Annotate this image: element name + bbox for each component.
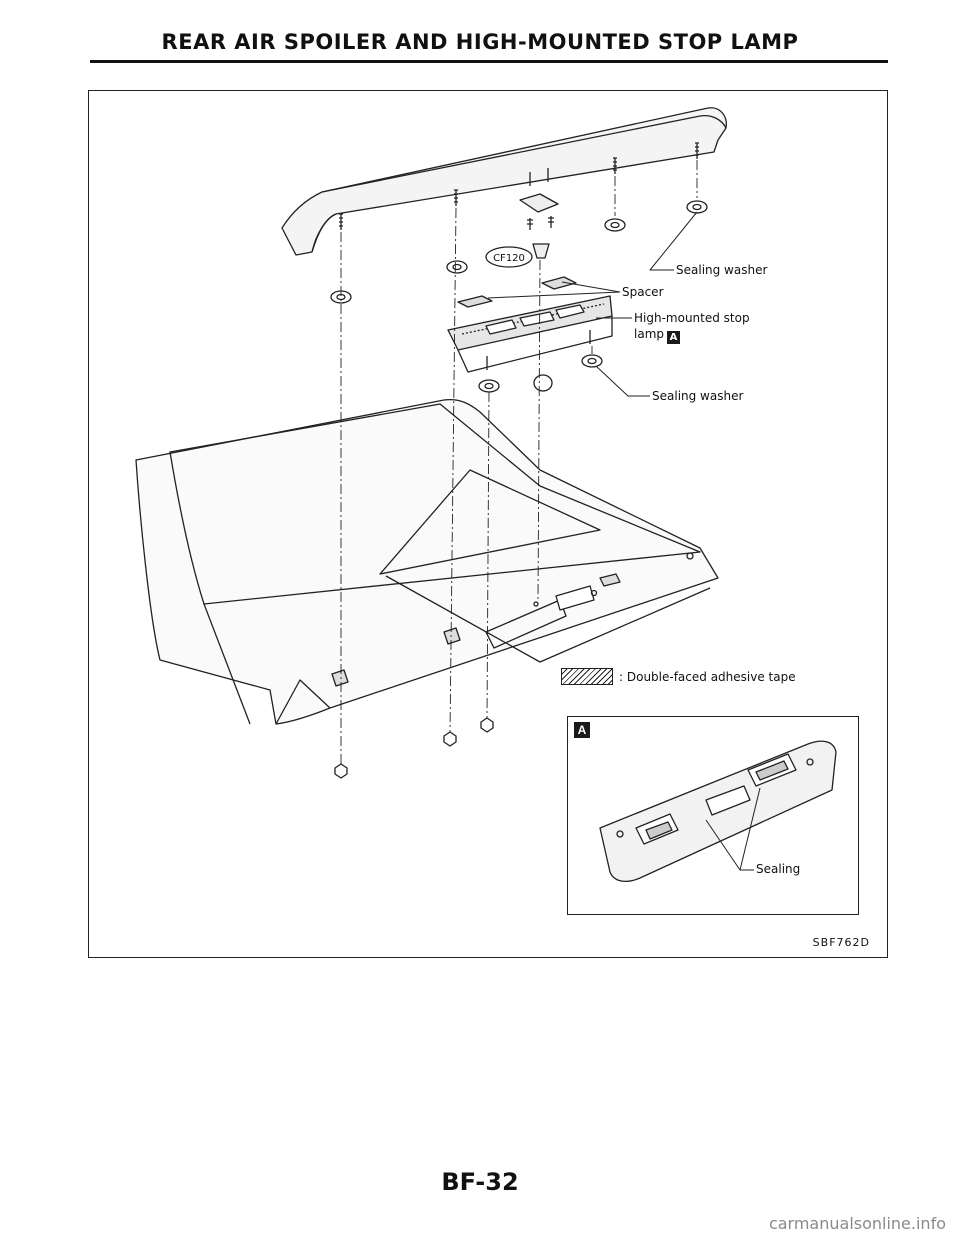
- stop-lamp-label-text: lamp: [634, 327, 664, 341]
- detail-a-box: A: [567, 716, 859, 915]
- page-number: BF-32: [441, 1168, 519, 1196]
- bracket-and-clips: [519, 193, 559, 259]
- watermark: carmanualsonline.info: [768, 1214, 946, 1233]
- mounting-nuts: [334, 717, 494, 779]
- assembly-centerlines: [340, 160, 698, 764]
- detail-a-drawing: [599, 740, 837, 883]
- stop-lamp-label: High-mounted stop: [634, 311, 750, 325]
- spacer-label: Spacer: [622, 285, 664, 299]
- figure-frame: [88, 90, 888, 958]
- leader-lines: [487, 211, 698, 397]
- cf120-badge-outline: [485, 246, 533, 268]
- spoiler-stud-bolts: [339, 142, 699, 230]
- sealing-washers: [330, 200, 708, 393]
- sealing-washer-top-label: Sealing washer: [676, 263, 768, 277]
- title-rule: [90, 60, 888, 63]
- page-title: REAR AIR SPOILER AND HIGH-MOUNTED STOP L…: [161, 30, 799, 54]
- rear-parcel-shelf: [135, 398, 719, 725]
- sealing-label: Sealing: [756, 862, 801, 876]
- sealing-washer-bottom-label: Sealing washer: [652, 389, 744, 403]
- adhesive-tape-swatch: [561, 668, 613, 685]
- detail-a-badge: A: [574, 722, 590, 738]
- figure-code: SBF762D: [812, 936, 870, 949]
- cf120-label: CF120: [493, 253, 525, 264]
- stop-lamp-ref-badge: A: [667, 331, 680, 344]
- legend: : Double-faced adhesive tape: [561, 668, 796, 685]
- spacers: [457, 276, 577, 308]
- legend-text: : Double-faced adhesive tape: [619, 669, 796, 684]
- rear-air-spoiler: [281, 107, 727, 256]
